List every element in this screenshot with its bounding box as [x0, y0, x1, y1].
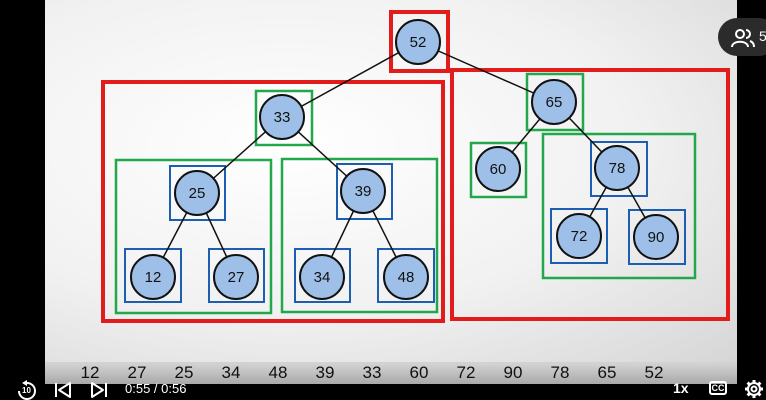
- tree-node: [475, 146, 521, 192]
- time-separator: /: [150, 381, 162, 396]
- postorder-sequence: 12 27 25 34 48 39 33 60 72 90 78 65 52: [45, 362, 737, 384]
- tree-node: [531, 79, 577, 125]
- tree-node-label: 60: [490, 161, 507, 178]
- rewind-icon: [18, 380, 36, 400]
- node-box-blue: [590, 141, 648, 197]
- sequence-number: 25: [174, 363, 194, 382]
- tree-node-label: 12: [145, 269, 162, 286]
- tree-edge: [281, 41, 419, 118]
- sequence-number: 39: [315, 363, 335, 382]
- sequence-number: 78: [550, 363, 570, 382]
- binary-tree-diagram: 52 33 65 25 39 60 78 12 27 34 48 72 90: [101, 10, 730, 323]
- sequence-number: 48: [268, 363, 288, 382]
- sequence-number: 90: [503, 363, 523, 382]
- time-readout: 0:55 / 0:56: [125, 381, 186, 396]
- sequence-number: 33: [362, 363, 382, 382]
- tree-node: [259, 94, 305, 140]
- rewind-seconds: 10: [22, 386, 31, 395]
- tree-edge: [417, 41, 555, 103]
- tree-node: [395, 19, 441, 65]
- tree-node-label: 72: [571, 228, 588, 245]
- subtree-box-red: [389, 10, 450, 73]
- sequence-number: 12: [80, 363, 100, 382]
- viewers-count: 5: [759, 28, 766, 44]
- rewind-10-button[interactable]: 10: [16, 380, 38, 400]
- skip-previous-icon: [55, 382, 71, 398]
- tree-node: [213, 254, 259, 300]
- people-icon: [731, 29, 755, 48]
- node-box-blue: [550, 208, 608, 264]
- settings-button[interactable]: [744, 379, 764, 399]
- tree-node: [383, 254, 429, 300]
- viewers-badge[interactable]: 5: [718, 18, 766, 56]
- node-box-blue: [124, 248, 182, 303]
- tree-node-label: 25: [189, 185, 206, 202]
- node-box-blue: [294, 248, 351, 303]
- subtree-box-green: [114, 158, 273, 315]
- tree-node-label: 33: [274, 109, 291, 126]
- duration: 0:56: [161, 381, 187, 396]
- tree-node: [299, 254, 345, 300]
- tree-node: [174, 170, 220, 216]
- subtree-box-green: [469, 141, 528, 199]
- previous-button[interactable]: [54, 381, 72, 399]
- tree-node-label: 78: [609, 160, 626, 177]
- subtree-box-green: [254, 89, 314, 147]
- subtree-box-green: [525, 72, 585, 132]
- sequence-number: 27: [127, 363, 147, 382]
- sequence-number: 60: [409, 363, 429, 382]
- node-box-blue: [169, 165, 226, 221]
- node-box-blue: [628, 209, 686, 265]
- tree-node: [340, 168, 386, 214]
- tree-node: [130, 254, 176, 300]
- gear-icon: [745, 380, 763, 398]
- next-button[interactable]: [90, 381, 108, 399]
- tree-node: [556, 213, 602, 259]
- tree-node-label: 48: [398, 269, 415, 286]
- sequence-number: 34: [221, 363, 241, 382]
- node-box-blue: [208, 248, 265, 303]
- player-controls: 10 0:55 / 0:56 1x CC: [0, 378, 766, 400]
- tree-node-label: 34: [314, 269, 331, 286]
- subtree-box-red: [450, 68, 730, 321]
- subtree-box-green: [541, 132, 697, 280]
- captions-button[interactable]: CC: [709, 381, 727, 395]
- subtree-box-red: [101, 80, 445, 323]
- node-box-blue: [377, 248, 435, 303]
- sequence-number: 65: [597, 363, 617, 382]
- current-time: 0:55: [125, 381, 151, 396]
- subtree-box-green: [280, 157, 439, 314]
- sequence-number: 72: [456, 363, 476, 382]
- tree-node-label: 90: [648, 229, 665, 246]
- tree-node-label: 52: [410, 34, 427, 51]
- video-frame[interactable]: 52 33 65 25 39 60 78 12 27 34 48 72 90: [45, 0, 737, 362]
- skip-next-icon: [91, 382, 107, 398]
- tree-node-label: 39: [355, 183, 372, 200]
- sequence-number: 52: [644, 363, 664, 382]
- tree-node: [633, 214, 679, 260]
- tree-node-label: 27: [228, 269, 245, 286]
- tree-node: [594, 145, 640, 191]
- tree-node-label: 65: [546, 94, 563, 111]
- playback-speed-button[interactable]: 1x: [673, 380, 689, 396]
- node-box-blue: [336, 163, 393, 220]
